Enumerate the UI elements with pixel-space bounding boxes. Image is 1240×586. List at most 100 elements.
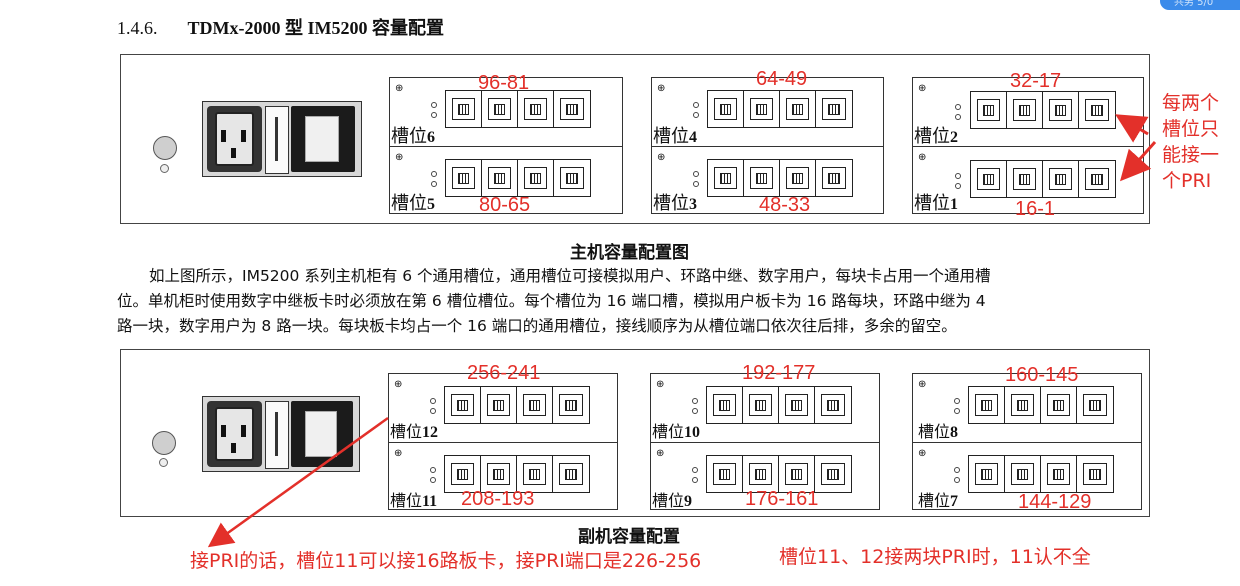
slot-label: 槽位2 xyxy=(914,126,958,147)
screw-icon: ⊕ xyxy=(395,83,404,94)
rj45-port-icon[interactable] xyxy=(743,387,779,423)
rj45-port-icon[interactable] xyxy=(1041,387,1077,423)
ground-screw-icon xyxy=(160,164,169,173)
rj45-port-icon[interactable] xyxy=(780,91,816,127)
rj45-port-icon[interactable] xyxy=(780,159,816,196)
screw-icon: ⊕ xyxy=(918,447,927,459)
rj45-port-icon[interactable] xyxy=(1007,92,1043,128)
rj45-port-icon[interactable] xyxy=(518,91,554,127)
fuse-icon xyxy=(265,106,289,174)
slot-label: 槽位9 xyxy=(652,490,693,510)
screw-icon: ⊕ xyxy=(395,151,404,163)
rj45-port-icon[interactable] xyxy=(779,455,815,492)
rj45-port-icon[interactable] xyxy=(517,387,553,423)
card-pair-slot-6-5: ⊕ 槽位6 ⊕ 槽位5 xyxy=(389,77,623,214)
description-paragraph: 如上图所示，IM5200 系列主机柜有 6 个通用槽位，通用槽位可接模拟用户、环… xyxy=(117,267,991,335)
rj45-port-icon[interactable] xyxy=(1005,387,1041,423)
slot-card-4: ⊕ 槽位4 xyxy=(652,78,883,147)
rj45-port-icon[interactable] xyxy=(517,455,553,492)
arrow-to-slot-12 xyxy=(207,416,389,548)
port-block xyxy=(445,158,591,197)
rj45-port-icon[interactable] xyxy=(744,91,780,127)
rj45-port-icon[interactable] xyxy=(1079,161,1115,197)
slot-card-10: ⊕ 槽位10 xyxy=(651,374,879,442)
rj45-port-icon[interactable] xyxy=(1077,387,1113,423)
port-block xyxy=(706,454,852,493)
port-range-slot-7: 144-129 xyxy=(1018,491,1092,513)
rj45-port-icon[interactable] xyxy=(816,160,852,196)
rj45-port-icon[interactable] xyxy=(707,387,743,423)
section-heading: 1.4.6.TDMx-2000 型 IM5200 容量配置 xyxy=(117,14,444,40)
screw-icon: ⊕ xyxy=(656,447,665,459)
rj45-port-icon[interactable] xyxy=(554,91,590,127)
rj45-port-icon[interactable] xyxy=(708,91,744,127)
main-figure-caption: 主机容量配置图 xyxy=(570,243,689,263)
port-range-slot-12: 256-241 xyxy=(467,362,541,384)
rj45-port-icon[interactable] xyxy=(744,159,780,196)
port-block xyxy=(444,454,590,493)
rj45-port-icon[interactable] xyxy=(554,160,590,196)
rj45-port-icon[interactable] xyxy=(482,159,518,196)
fuse-icon xyxy=(265,401,289,469)
rj45-port-icon[interactable] xyxy=(1007,160,1043,197)
power-switch-icon[interactable] xyxy=(291,401,353,467)
rj45-port-icon[interactable] xyxy=(969,455,1005,492)
rj45-port-icon[interactable] xyxy=(445,387,481,423)
rj45-port-icon[interactable] xyxy=(969,387,1005,423)
card-pair-slot-12-11: ⊕ 槽位12 ⊕ 槽位11 xyxy=(388,373,618,510)
rj45-port-icon[interactable] xyxy=(1043,160,1079,197)
port-range-slot-2: 32-17 xyxy=(1010,70,1062,92)
rj45-port-icon[interactable] xyxy=(779,387,815,423)
port-block xyxy=(707,158,853,197)
port-block xyxy=(444,386,590,424)
slot-card-7: ⊕ 槽位7 xyxy=(913,441,1141,511)
port-range-slot-4: 64-49 xyxy=(756,68,808,90)
screw-icon: ⊕ xyxy=(656,379,665,390)
iec-socket-icon xyxy=(207,401,262,467)
slot-card-8: ⊕ 槽位8 xyxy=(913,374,1141,442)
slot-label: 槽位10 xyxy=(652,422,701,441)
rj45-port-icon[interactable] xyxy=(971,92,1007,128)
power-switch-icon[interactable] xyxy=(291,106,355,172)
rj45-port-icon[interactable] xyxy=(482,91,518,127)
rj45-port-icon[interactable] xyxy=(707,455,743,492)
rj45-port-icon[interactable] xyxy=(815,387,851,423)
slot-label: 槽位3 xyxy=(653,192,697,214)
slot-label: 槽位8 xyxy=(918,422,959,441)
slot-label: 槽位11 xyxy=(390,490,438,510)
slot-card-12: ⊕ 槽位12 xyxy=(389,374,617,442)
screw-icon: ⊕ xyxy=(657,151,666,163)
rj45-port-icon[interactable] xyxy=(481,455,517,492)
slot-label: 槽位4 xyxy=(653,126,697,147)
slot-card-5: ⊕ 槽位5 xyxy=(390,145,622,215)
iec-socket-icon xyxy=(207,106,262,172)
rj45-port-icon[interactable] xyxy=(553,387,589,423)
rj45-port-icon[interactable] xyxy=(553,456,589,492)
slot-card-2: ⊕ 槽位2 xyxy=(913,78,1143,147)
port-range-slot-8: 160-145 xyxy=(1005,364,1079,386)
rj45-port-icon[interactable] xyxy=(446,91,482,127)
rj45-port-icon[interactable] xyxy=(971,160,1007,197)
card-pair-slot-2-1: ⊕ 槽位2 ⊕ 槽位1 xyxy=(912,77,1144,214)
slot-label: 槽位12 xyxy=(390,422,439,441)
port-block xyxy=(968,386,1114,424)
rj45-port-icon[interactable] xyxy=(446,159,482,196)
rj45-port-icon[interactable] xyxy=(1043,92,1079,128)
rj45-port-icon[interactable] xyxy=(815,456,851,492)
section-number: 1.4.6. xyxy=(117,18,158,38)
screw-icon: ⊕ xyxy=(657,83,666,94)
rj45-port-icon[interactable] xyxy=(481,387,517,423)
rj45-port-icon[interactable] xyxy=(1077,456,1113,492)
rj45-port-icon[interactable] xyxy=(518,159,554,196)
rj45-port-icon[interactable] xyxy=(445,455,481,492)
card-pair-slot-10-9: ⊕ 槽位10 ⊕ 槽位9 xyxy=(650,373,880,510)
rj45-port-icon[interactable] xyxy=(1005,455,1041,492)
rj45-port-icon[interactable] xyxy=(743,455,779,492)
rj45-port-icon[interactable] xyxy=(708,159,744,196)
rj45-port-icon[interactable] xyxy=(1079,92,1115,128)
rj45-port-icon[interactable] xyxy=(816,91,852,127)
rj45-port-icon[interactable] xyxy=(1041,455,1077,492)
slot-card-1: ⊕ 槽位1 xyxy=(913,145,1143,215)
port-block xyxy=(970,91,1116,129)
